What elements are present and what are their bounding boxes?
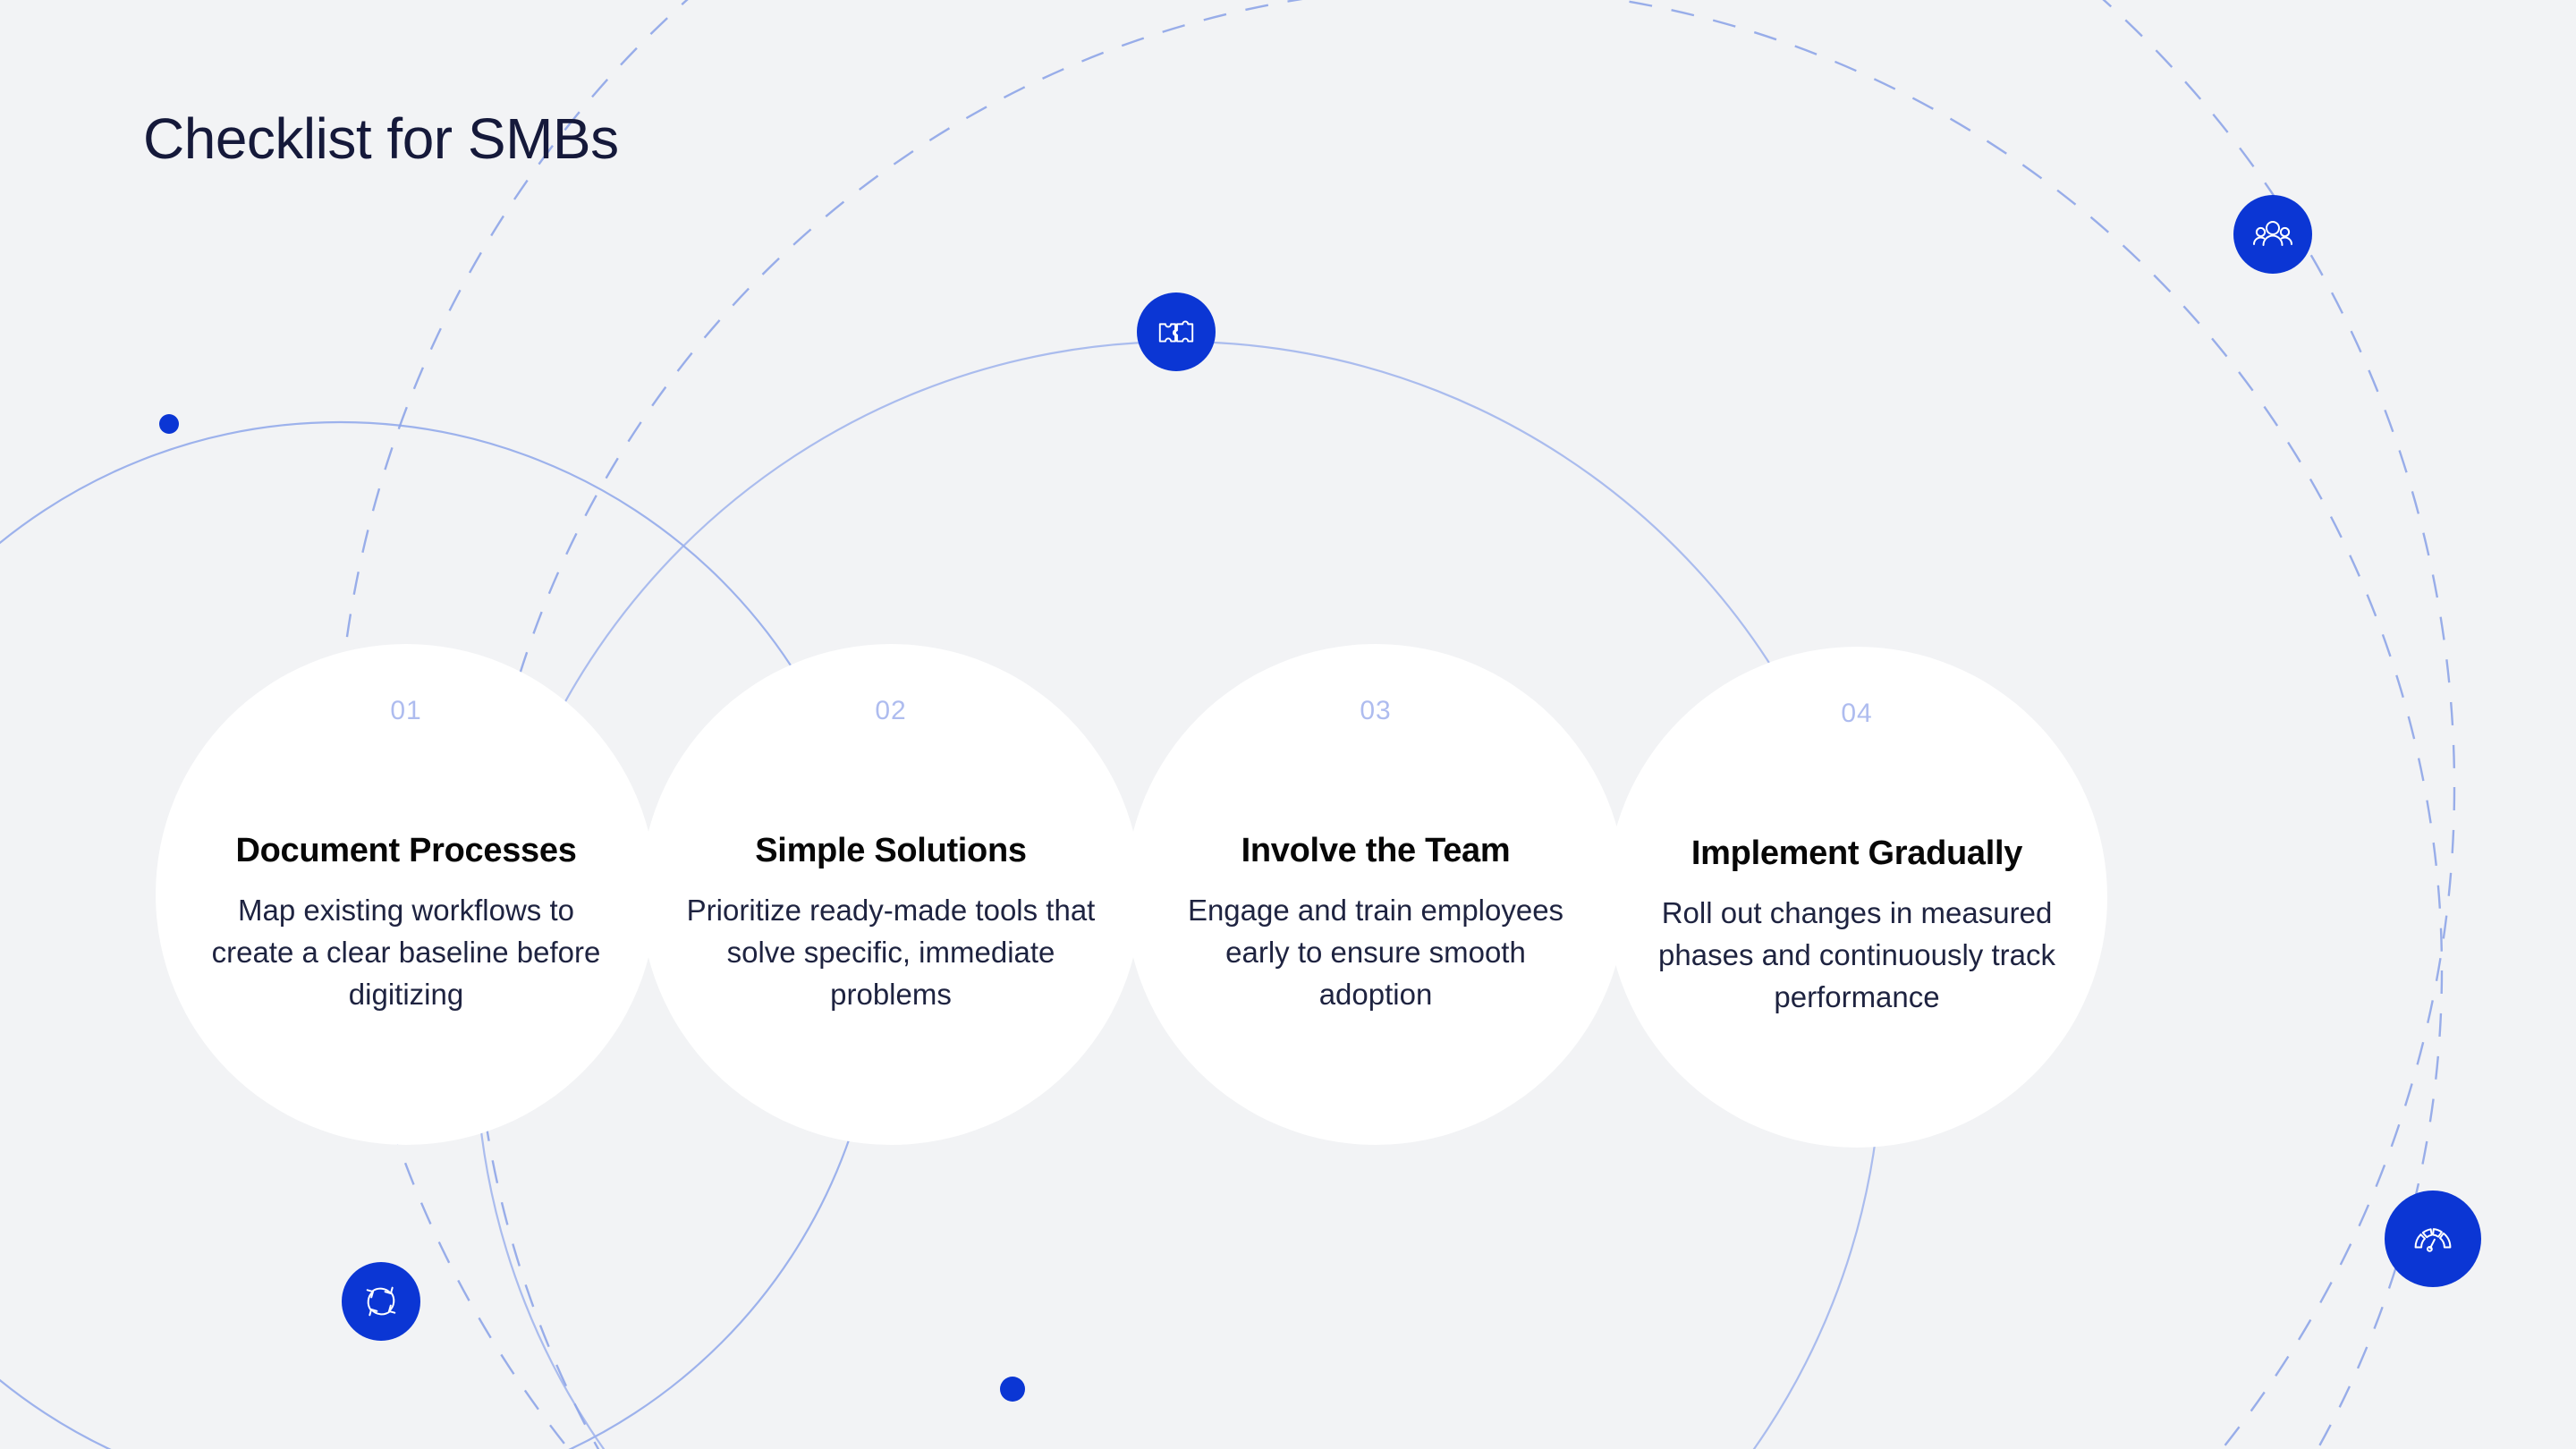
card-description: Engage and train employees early to ensu… bbox=[1187, 893, 1564, 1011]
card-description: Map existing workflows to create a clear… bbox=[211, 893, 601, 1011]
checklist-card[interactable]: 01 Document Processes Map existing workf… bbox=[156, 644, 657, 1145]
card-description: Roll out changes in measured phases and … bbox=[1658, 895, 2055, 1013]
card-description: Prioritize ready-made tools that solve s… bbox=[686, 893, 1096, 1011]
checklist-card[interactable]: 02 Simple Solutions Prioritize ready-mad… bbox=[640, 644, 1141, 1145]
users-group-icon bbox=[2253, 221, 2292, 246]
card-title: Simple Solutions bbox=[755, 832, 1027, 870]
accent-dot-bottom bbox=[1000, 1377, 1025, 1402]
card-title: Document Processes bbox=[235, 832, 577, 870]
gauge-speedometer-icon bbox=[2414, 1228, 2452, 1252]
card-title: Implement Gradually bbox=[1690, 835, 2023, 873]
card-number: 02 bbox=[875, 696, 907, 725]
card-number: 04 bbox=[1841, 699, 1873, 728]
sync-badge[interactable] bbox=[313, 1234, 449, 1371]
puzzle-badge[interactable] bbox=[1108, 265, 1244, 402]
decorative-dashed-arc-left bbox=[473, 0, 2443, 1449]
sync-refresh-icon bbox=[366, 1286, 396, 1317]
card-title: Involve the Team bbox=[1241, 832, 1511, 870]
gauge-badge[interactable] bbox=[2351, 1158, 2515, 1324]
page-title: Checklist for SMBs bbox=[143, 106, 619, 171]
users-badge[interactable] bbox=[2205, 167, 2341, 304]
card-number: 03 bbox=[1360, 696, 1392, 725]
accent-dot-left bbox=[159, 414, 179, 434]
checklist-card[interactable]: 04 Implement Gradually Roll out changes … bbox=[1606, 647, 2107, 1148]
card-number: 01 bbox=[390, 696, 422, 725]
checklist-card[interactable]: 03 Involve the Team Engage and train emp… bbox=[1125, 644, 1626, 1145]
puzzle-icon bbox=[1158, 320, 1194, 343]
